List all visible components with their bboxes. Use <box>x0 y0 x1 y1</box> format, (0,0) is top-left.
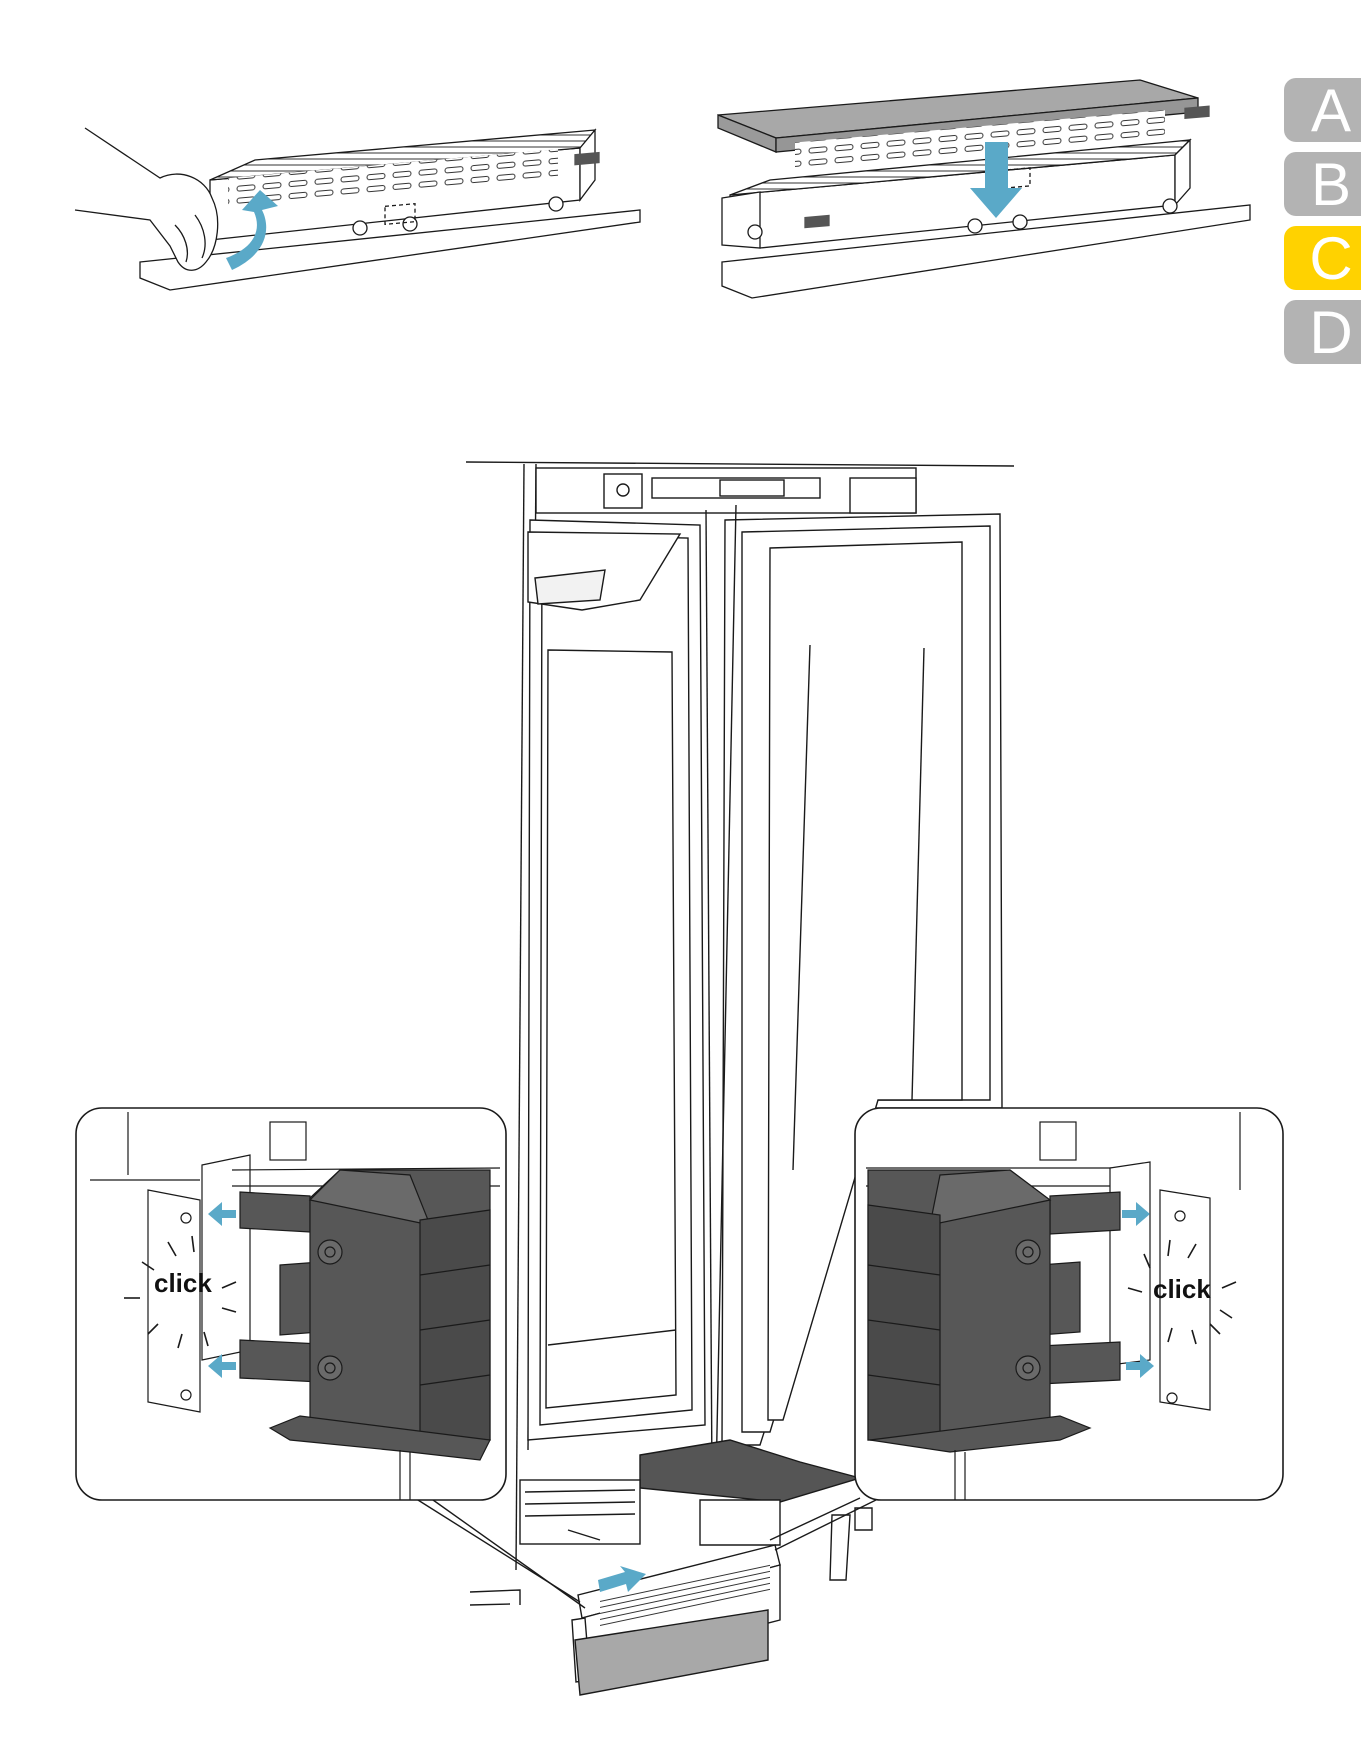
right-callout: click <box>855 1108 1283 1500</box>
step-insert-filter <box>718 80 1250 298</box>
click-label-right: click <box>1153 1274 1211 1304</box>
step-lift-grille <box>75 128 640 290</box>
hand-icon <box>75 128 218 270</box>
refrigerator-view <box>410 462 1014 1695</box>
click-label-left: click <box>154 1268 212 1298</box>
left-callout: click <box>76 1108 506 1500</box>
